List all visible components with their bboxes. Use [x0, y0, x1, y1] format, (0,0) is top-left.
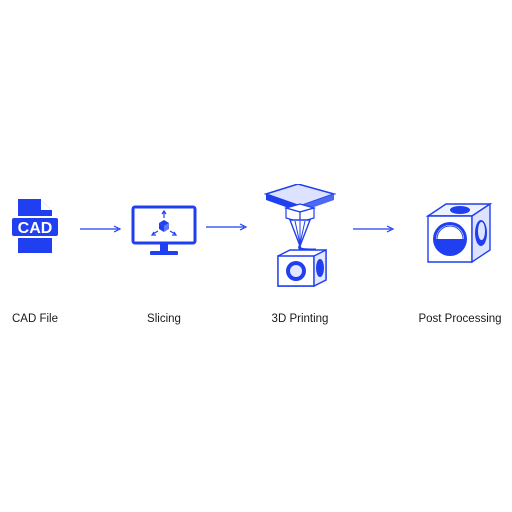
- cad-file-icon: CAD: [10, 199, 60, 253]
- arrow-right-icon: [206, 223, 248, 231]
- step-label-post-processing: Post Processing: [418, 313, 502, 325]
- arrow-right-icon: [80, 225, 122, 233]
- cad-icon-text: CAD: [18, 220, 53, 237]
- step-label-3d-printing: 3D Printing: [271, 313, 329, 325]
- monitor-slicing-icon: [131, 205, 197, 255]
- step-label-slicing: Slicing: [147, 313, 181, 325]
- step-label-cad-file: CAD File: [11, 313, 59, 325]
- cube-part-icon: [425, 202, 493, 264]
- arrow-right-icon: [353, 225, 395, 233]
- 3d-printer-icon: [264, 184, 336, 288]
